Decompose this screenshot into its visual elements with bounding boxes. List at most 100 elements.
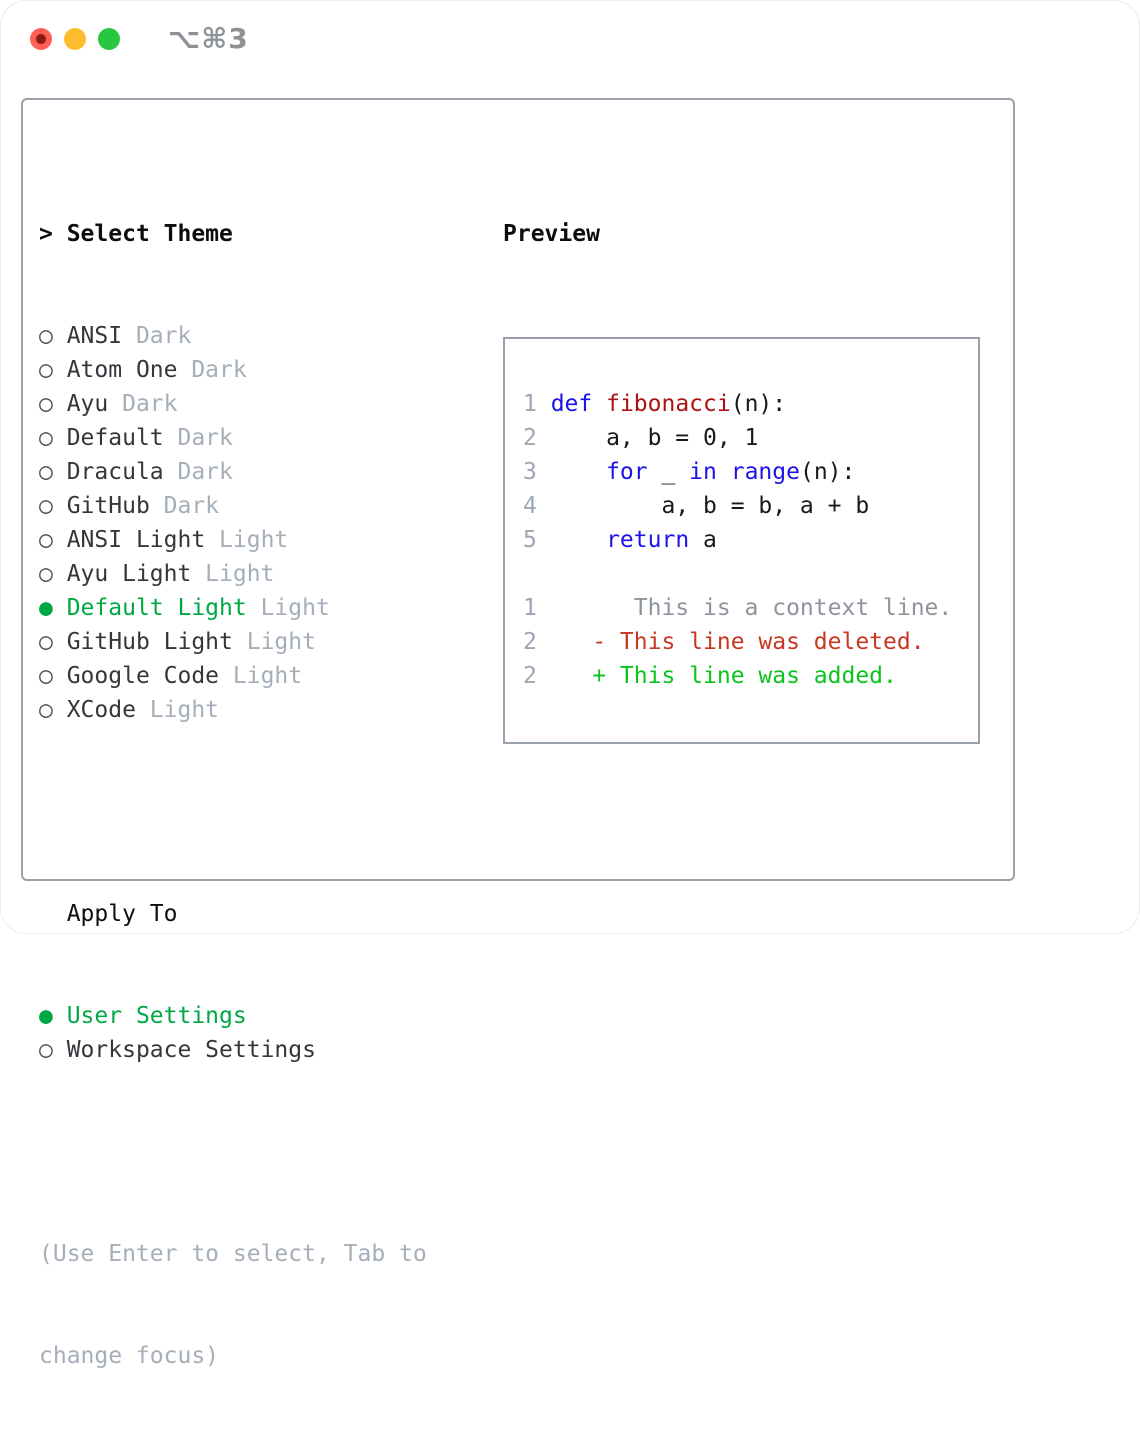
radio-icon: ○ — [39, 323, 53, 349]
option-label: Ayu Light — [66, 561, 192, 587]
line-number: 4 — [523, 493, 537, 519]
line-number: 1 — [523, 391, 537, 417]
option-variant-label: Light — [149, 697, 220, 723]
line-number: 1 — [523, 595, 537, 621]
apply-option-workspace-settings[interactable]: ○ Workspace Settings — [39, 1033, 427, 1067]
theme-option-github[interactable]: ○ GitHub Dark — [39, 489, 427, 523]
zoom-button[interactable] — [98, 28, 120, 50]
code-token: in — [689, 459, 717, 485]
hint-line-1: (Use Enter to select, Tab to — [39, 1241, 427, 1267]
preview-code-line: 4 a, b = b, a + b — [523, 489, 978, 523]
code-token: def — [550, 391, 593, 417]
radio-icon: ○ — [39, 527, 53, 553]
option-label: Workspace Settings — [66, 1037, 316, 1063]
option-label: GitHub — [66, 493, 150, 519]
radio-selected-icon: ● — [39, 1003, 53, 1029]
theme-option-ansi-light[interactable]: ○ ANSI Light Light — [39, 523, 427, 557]
radio-icon: ○ — [39, 357, 53, 383]
option-label: Dracula — [66, 459, 164, 485]
code-token: This is a context line. — [550, 595, 953, 621]
option-variant-label: Dark — [163, 493, 220, 519]
option-variant-label: Light — [246, 629, 316, 655]
titlebar: ⌥⌘3 — [1, 1, 1139, 77]
code-token — [592, 391, 606, 417]
option-label: Google Code — [66, 663, 220, 689]
radio-icon: ○ — [39, 663, 53, 689]
option-label: Default — [66, 425, 164, 451]
apply-option-user-settings[interactable]: ● User Settings — [39, 999, 427, 1033]
code-token: - This line was deleted. — [550, 629, 925, 655]
option-label: GitHub Light — [66, 629, 233, 655]
preview-code-line: 3 for _ in range(n): — [523, 455, 978, 489]
option-label: Atom One — [66, 357, 178, 383]
radio-icon: ○ — [39, 697, 53, 723]
prompt-caret-icon: > — [39, 221, 67, 247]
code-token — [717, 459, 731, 485]
code-token: a, b = b, a + b — [550, 493, 870, 519]
close-button[interactable] — [30, 28, 52, 50]
option-variant-label: Dark — [191, 357, 247, 383]
line-number: 5 — [523, 527, 537, 553]
option-variant-label: Light — [232, 663, 303, 689]
option-variant-label: Dark — [122, 391, 178, 417]
preview-header: Preview — [503, 221, 600, 247]
code-token: return — [606, 527, 690, 553]
code-token: fibonacci — [606, 391, 731, 417]
apply-to-header: Apply To — [39, 901, 178, 927]
line-number: 2 — [523, 663, 537, 689]
preview-code-line: 2 + This line was added. — [523, 659, 978, 693]
minimize-button[interactable] — [64, 28, 86, 50]
code-token: (n): — [730, 391, 787, 417]
theme-option-atom-one[interactable]: ○ Atom One Dark — [39, 353, 427, 387]
code-token: _ — [647, 459, 690, 485]
option-variant-label: Dark — [177, 425, 233, 451]
theme-option-xcode[interactable]: ○ XCode Light — [39, 693, 427, 727]
select-theme-header: > Select Theme — [39, 217, 427, 251]
code-token: for — [606, 459, 648, 485]
theme-option-github-light[interactable]: ○ GitHub Light Light — [39, 625, 427, 659]
code-token: (n): — [799, 459, 856, 485]
preview-code-line: 2 - This line was deleted. — [523, 625, 978, 659]
option-label: ANSI — [66, 323, 123, 349]
option-label: XCode — [66, 697, 136, 723]
preview-code-line: 1 def fibonacci(n): — [523, 387, 978, 421]
line-number: 3 — [523, 459, 537, 485]
radio-icon: ○ — [39, 1037, 53, 1063]
option-variant-label: Light — [219, 527, 289, 553]
line-number: 2 — [523, 425, 537, 451]
option-label: User Settings — [66, 1003, 247, 1029]
option-variant-label: Dark — [135, 323, 192, 349]
window-title: ⌥⌘3 — [168, 22, 249, 55]
code-token: a — [689, 527, 717, 553]
radio-icon: ○ — [39, 493, 53, 519]
option-label: Default Light — [66, 595, 247, 621]
radio-icon: ○ — [39, 629, 53, 655]
option-label: Ayu — [66, 391, 109, 417]
option-variant-label: Dark — [177, 459, 233, 485]
option-variant-label: Light — [260, 595, 330, 621]
theme-option-google-code[interactable]: ○ Google Code Light — [39, 659, 427, 693]
preview-code-line: 5 return a — [523, 523, 978, 557]
theme-option-ansi[interactable]: ○ ANSI Dark — [39, 319, 427, 353]
code-token — [551, 527, 606, 553]
preview-code-line — [523, 557, 978, 591]
option-variant-label: Light — [205, 561, 275, 587]
preview-code-line: 2 a, b = 0, 1 — [523, 421, 978, 455]
option-label: ANSI Light — [66, 527, 206, 553]
code-token: + This line was added. — [550, 663, 897, 689]
spacer — [39, 795, 427, 829]
code-token: a, b = 0, 1 — [550, 425, 759, 451]
code-token — [551, 459, 606, 485]
spacer — [39, 1135, 427, 1169]
code-token: range — [730, 459, 800, 485]
